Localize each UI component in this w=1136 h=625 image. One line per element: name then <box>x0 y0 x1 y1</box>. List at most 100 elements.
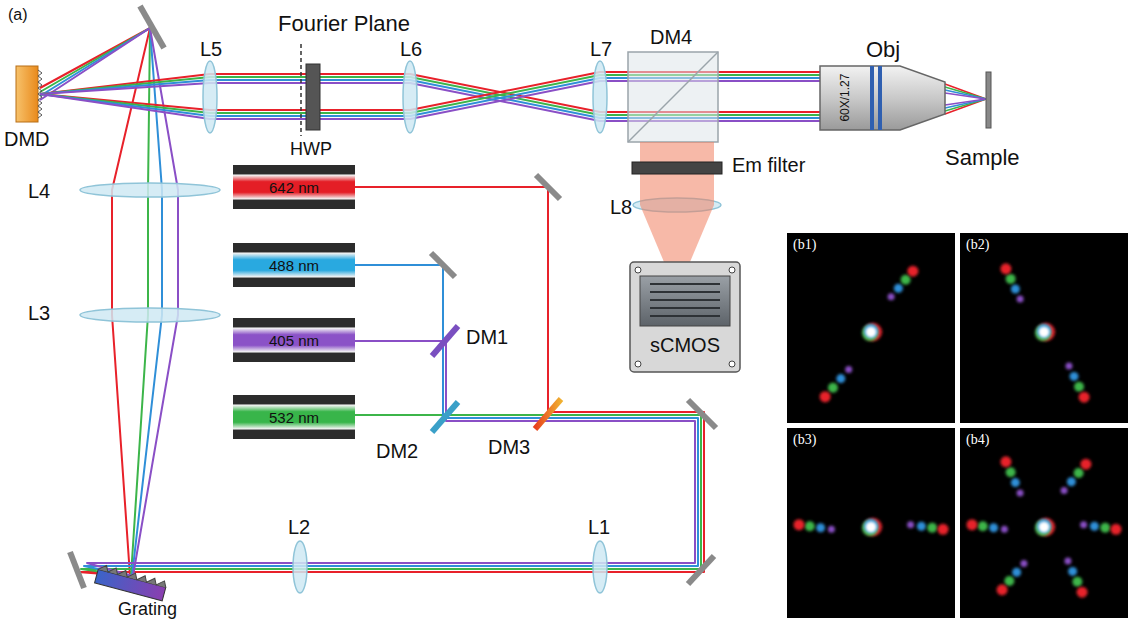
part-label: Fourier Plane <box>278 12 410 36</box>
light-spot <box>1011 478 1020 487</box>
light-spot <box>1079 392 1090 403</box>
light-spot <box>820 391 831 402</box>
light-spot <box>1035 520 1051 536</box>
image-panel: (b2) <box>960 233 1128 423</box>
light-spot <box>866 522 877 533</box>
light-spot <box>1001 526 1008 533</box>
light-spot <box>1017 489 1024 496</box>
light-spot <box>1100 523 1110 533</box>
light-spot <box>1111 524 1122 535</box>
light-spot <box>989 523 998 532</box>
light-spot <box>862 325 878 341</box>
laser-label: 405 nm <box>269 332 319 349</box>
light-spot <box>1039 522 1050 533</box>
light-spot <box>864 519 878 533</box>
panel-label: (b3) <box>793 432 816 448</box>
light-spot <box>1074 468 1084 478</box>
part-label: Sample <box>945 146 1020 170</box>
light-spot <box>1039 327 1050 338</box>
light-spot <box>967 519 978 530</box>
light-spot <box>1064 558 1071 565</box>
part-label: HWP <box>290 140 332 160</box>
light-spot <box>828 383 838 393</box>
light-spot <box>1037 519 1051 533</box>
spot-pattern <box>787 428 955 618</box>
light-spot <box>1000 456 1011 467</box>
part-label: L3 <box>28 302 50 324</box>
part-label: L7 <box>590 38 612 60</box>
light-spot <box>1090 522 1099 531</box>
light-spot <box>805 521 815 531</box>
part-label: L8 <box>610 196 632 218</box>
image-panel: (b4) <box>960 428 1128 618</box>
light-spot <box>1072 577 1082 587</box>
light-spot <box>816 523 825 532</box>
part-label: DM2 <box>376 440 418 462</box>
spot-pattern <box>960 428 1128 618</box>
light-spot <box>845 366 852 373</box>
light-spot <box>828 526 835 533</box>
part-label: L1 <box>588 516 610 538</box>
image-panel: (b1) <box>787 233 955 423</box>
light-spot <box>1077 587 1088 598</box>
light-spot <box>888 293 895 300</box>
light-spot <box>1080 459 1091 470</box>
light-spot <box>866 327 877 338</box>
light-spot <box>1006 274 1016 284</box>
light-spot <box>1067 477 1076 486</box>
laser-box: 405 nm <box>233 318 355 362</box>
light-spot <box>1065 362 1072 369</box>
laser-box: 642 nm <box>233 165 355 209</box>
laser-label: 642 nm <box>269 179 319 196</box>
light-spot <box>1037 324 1051 338</box>
part-label: L4 <box>28 180 50 202</box>
light-spot <box>1012 568 1021 577</box>
part-label: 60X/1.27 <box>839 74 852 122</box>
light-spot <box>794 519 805 530</box>
light-spot <box>836 374 845 383</box>
part-label: DM4 <box>650 26 692 48</box>
laser-label: 488 nm <box>269 257 319 274</box>
laser-box: 488 nm <box>233 243 355 287</box>
light-spot <box>1006 467 1016 477</box>
light-spot <box>1068 567 1077 576</box>
light-spot <box>864 324 878 338</box>
light-spot <box>978 521 988 531</box>
image-panel: (b3) <box>787 428 955 618</box>
part-label: Grating <box>118 600 177 620</box>
light-spot <box>1070 372 1079 381</box>
light-spot <box>997 584 1008 595</box>
light-spot <box>1035 325 1051 341</box>
light-spot <box>1011 285 1020 294</box>
light-spot <box>1020 560 1027 567</box>
panel-label: (b2) <box>966 237 989 253</box>
light-spot <box>1000 263 1011 274</box>
laser-box: 532 nm <box>233 395 355 439</box>
light-spot <box>862 520 878 536</box>
part-label: DMD <box>4 128 50 150</box>
light-spot <box>927 523 937 533</box>
part-label: Em filter <box>732 154 805 176</box>
part-label: L6 <box>400 38 422 60</box>
part-label: L5 <box>200 38 222 60</box>
light-spot <box>907 521 914 528</box>
part-label: sCMOS <box>650 334 720 356</box>
spot-pattern <box>960 233 1128 423</box>
laser-label: 532 nm <box>269 409 319 426</box>
light-spot <box>938 524 949 535</box>
light-spot <box>901 275 911 285</box>
spot-pattern <box>787 233 955 423</box>
light-spot <box>1017 296 1024 303</box>
light-spot <box>1080 521 1087 528</box>
panel-label: (b4) <box>966 432 989 448</box>
light-spot <box>894 284 903 293</box>
part-label: L2 <box>288 516 310 538</box>
light-spot <box>1074 382 1084 392</box>
light-spot <box>1004 576 1014 586</box>
panel-label: (b1) <box>793 237 816 253</box>
part-label: DM1 <box>466 326 508 348</box>
light-spot <box>1061 487 1068 494</box>
part-label: DM3 <box>488 436 530 458</box>
light-spot <box>917 522 926 531</box>
